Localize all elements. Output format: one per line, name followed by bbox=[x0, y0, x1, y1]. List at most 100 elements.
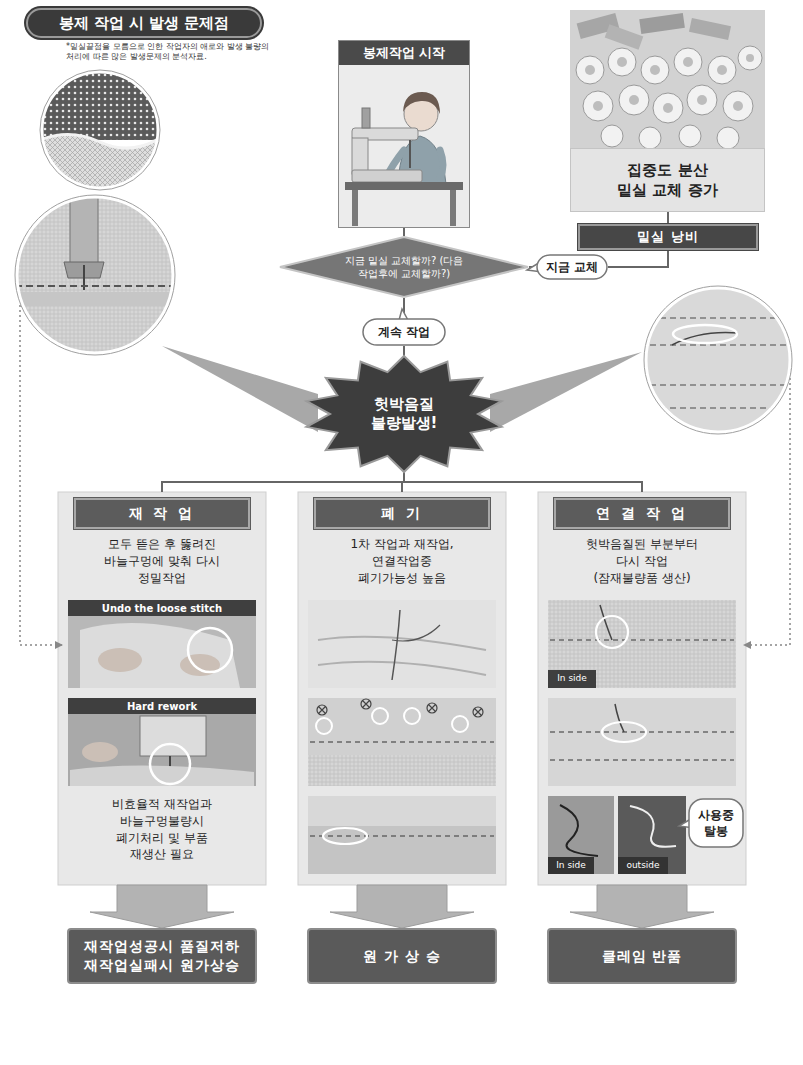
bobbin-photo-part-part bbox=[683, 57, 693, 67]
bobbin-photo-part-part bbox=[601, 125, 623, 147]
join-photos-part bbox=[550, 759, 734, 761]
scrap-photos-part bbox=[308, 796, 496, 826]
join-photos-part bbox=[550, 731, 734, 733]
label-slot: Hard rework bbox=[68, 698, 256, 714]
worker-illustration-part bbox=[352, 138, 368, 174]
scrap-photos-part-part bbox=[475, 709, 482, 716]
outcome-box: 재작업성공시 품질저하 재작업실패시 원가상승 bbox=[67, 928, 257, 984]
scrap-photos-part-part bbox=[452, 716, 468, 732]
bobbin-photo-part-part bbox=[674, 48, 702, 76]
worker-illustration-part bbox=[440, 150, 443, 178]
bobbin-photo-part-part bbox=[585, 65, 595, 75]
join-photos-part bbox=[618, 857, 668, 874]
rework-photos-part bbox=[188, 628, 232, 672]
bobbin-photo-part-part bbox=[593, 101, 603, 111]
join-photos-part bbox=[548, 670, 596, 688]
note-text: 집중도 분산 밑실 교체 증가 bbox=[613, 160, 723, 201]
flow-arrow bbox=[330, 885, 474, 928]
panel-slot: 연 결 작 업 bbox=[538, 498, 746, 529]
scrap-photos-part-part bbox=[473, 707, 483, 717]
bobbin-photo-part-part bbox=[639, 127, 661, 149]
scrap-photos-part-part bbox=[317, 705, 327, 715]
scrap-photos-part bbox=[316, 708, 468, 734]
photo-circle-presser-part bbox=[17, 197, 173, 353]
join-photos-part bbox=[600, 605, 612, 640]
rework-photos-part bbox=[140, 716, 206, 756]
scrap-photos-part-part bbox=[361, 699, 371, 709]
rework-photos-part bbox=[98, 648, 142, 672]
scrap-photos-part bbox=[308, 698, 496, 786]
join-photos-part bbox=[550, 639, 734, 641]
photo-circle-presser-part-part bbox=[15, 285, 175, 287]
join-photos-part bbox=[602, 722, 646, 742]
connector-line bbox=[608, 250, 668, 267]
note-text: *밑실끝점을 모름으로 인한 작업자의 애로와 발생 불량의 처리에 따른 많은… bbox=[66, 42, 271, 63]
bobbin-photo-part bbox=[570, 10, 765, 148]
label-slot: *밑실끝점을 모름으로 인한 작업자의 애로와 발생 불량의 처리에 따른 많은… bbox=[66, 42, 271, 63]
photo-caption: outside bbox=[626, 860, 659, 872]
column-header: 폐 기 bbox=[314, 498, 490, 529]
bobbin-photo-part-part bbox=[650, 65, 660, 75]
connector-line bbox=[404, 472, 642, 492]
start-label: 봉제작업 시작 bbox=[339, 41, 469, 65]
photo-circle-stitch-part-part bbox=[640, 384, 796, 386]
worker-illustration-part bbox=[352, 170, 422, 182]
photo-caption: In side bbox=[556, 860, 586, 872]
scrap-photos-part-part bbox=[404, 708, 420, 724]
worker-illustration-part bbox=[362, 108, 370, 128]
rework-photos-part bbox=[68, 698, 256, 786]
bubble-outline bbox=[688, 798, 744, 848]
band-text: 밑실 낭비 bbox=[637, 228, 699, 246]
rework-photos-part bbox=[68, 600, 256, 616]
scrap-photos-part bbox=[392, 610, 400, 680]
big-gray-arrows-part bbox=[162, 346, 318, 432]
photo-circle-stitch-part-part bbox=[673, 325, 737, 343]
column-panels bbox=[58, 492, 746, 885]
photo-circle-mesh-part bbox=[42, 72, 158, 188]
outcome-box: 원 가 상 승 bbox=[307, 928, 497, 984]
photo-circle-mesh-part bbox=[40, 70, 160, 190]
join-photos-part bbox=[548, 698, 736, 786]
bubble-text: 사용중 탈봉 bbox=[694, 807, 738, 839]
join-photos-part bbox=[560, 805, 598, 856]
photo-circle-presser-part-part bbox=[15, 195, 175, 355]
bobbin-photo-part-part bbox=[717, 127, 739, 149]
join-photos-part bbox=[618, 796, 686, 874]
bobbin-photo-part-part bbox=[641, 56, 669, 84]
column-panels-part bbox=[58, 492, 266, 885]
worker-illustration-part bbox=[409, 140, 411, 168]
bobbin-photo-part-part bbox=[617, 57, 627, 67]
bobbin-photo-part-part bbox=[708, 56, 736, 84]
photo-circle-mesh-part-part bbox=[40, 70, 160, 140]
bubble-body bbox=[689, 799, 743, 847]
panel-slot: 모두 뜯은 후 뚫려진 바늘구멍에 맞춰 다시 정밀작업 bbox=[58, 536, 266, 586]
scrap-photos-part bbox=[318, 662, 486, 675]
photo-circle-presser-part-part bbox=[15, 292, 175, 306]
photo-circle-stitch-part bbox=[644, 286, 792, 434]
column-text: 헛박음질된 부분부터 다시 작업 (잠재불량품 생산) bbox=[583, 536, 701, 586]
bobbin-photo-part-part bbox=[738, 46, 762, 70]
column-text: 1차 작업과 재작업, 연결작업중 폐기가능성 높음 bbox=[343, 536, 461, 586]
scrap-photos-part bbox=[308, 600, 496, 688]
worker-illustration-part bbox=[339, 63, 469, 227]
photo-caption: In side bbox=[557, 673, 587, 685]
bobbin-photo-part-part bbox=[576, 56, 604, 84]
bobbin-photo-part-part bbox=[629, 95, 639, 105]
worker-illustration-part bbox=[352, 190, 358, 226]
outcome-text: 재작업성공시 품질저하 재작업실패시 원가상승 bbox=[74, 937, 250, 975]
worker-illustration-part bbox=[403, 92, 440, 114]
photo-circle-stitch-part-part bbox=[640, 344, 796, 346]
bubble-body bbox=[537, 255, 607, 279]
rework-photos-part bbox=[68, 600, 256, 688]
join-photos-part bbox=[548, 857, 594, 874]
big-gray-arrows-part bbox=[490, 352, 642, 432]
column-text: 비효율적 재작업과 바늘구멍불량시 폐기처리 및 부품 재생산 필요 bbox=[97, 796, 227, 863]
flow-arrow bbox=[90, 885, 234, 928]
photo-caption: Hard rework bbox=[127, 700, 197, 713]
scrap-photos-part-part bbox=[429, 705, 436, 712]
photo-circle-mesh-part-part bbox=[40, 134, 160, 190]
bubble-text: 계속 작업 bbox=[378, 324, 430, 340]
label-slot: outside bbox=[618, 857, 668, 874]
decision-text: 지금 밑실 교체할까? (다음 작업후에 교체할까?) bbox=[342, 254, 467, 280]
column-panel: 재 작 업모두 뜯은 후 뚫려진 바늘구멍에 맞춰 다시 정밀작업비효율적 재작… bbox=[58, 492, 266, 885]
